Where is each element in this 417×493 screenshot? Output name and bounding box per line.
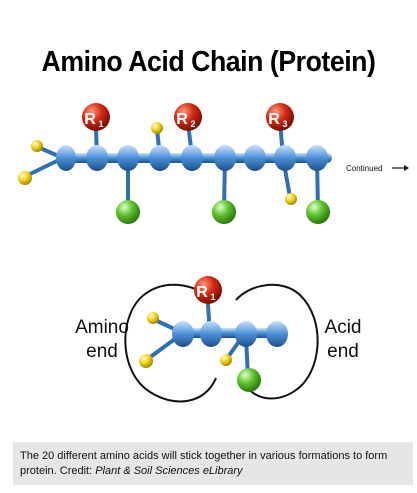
acid-end-label: Acid end [320, 316, 366, 364]
backbone-atoms [56, 145, 328, 171]
oxygen-atom [237, 368, 261, 392]
acid-end-bracket [235, 283, 319, 400]
hydrogen-atom [220, 354, 232, 366]
amino-end-label: Amino end [74, 316, 130, 364]
figure-caption: The 20 different amino acids will stick … [13, 442, 413, 485]
diagram-figure: Amino Acid Chain (Protein) [18, 46, 409, 403]
caption-text: The 20 different amino acids will stick … [20, 450, 388, 477]
r-group-single-subscript: 1 [210, 292, 215, 302]
r-group-2-letter: R [176, 111, 188, 128]
arrow-right-icon [392, 165, 409, 171]
r-group-single: R 1 [194, 276, 222, 304]
amino-acid-side-bonds [147, 303, 250, 379]
hydrogen-atom [151, 122, 163, 134]
r-group-single-letter: R [196, 284, 208, 301]
r-group-1: R 1 [82, 103, 110, 131]
r-group-3-subscript: 3 [282, 119, 287, 129]
caption-credit: Plant & Soil Sciences eLibrary [95, 465, 243, 477]
hydrogen-atom [139, 354, 153, 368]
amino-end-line2: end [86, 341, 118, 362]
protein-chain: R 1 R 2 R 3 Continued [18, 103, 409, 224]
r-group-2-subscript: 2 [190, 119, 195, 129]
r-group-3-letter: R [268, 111, 280, 128]
acid-end-line2: end [327, 341, 359, 362]
amino-end-bracket [124, 283, 217, 403]
hydrogen-atom [18, 171, 32, 185]
amino-end-line1: Amino [75, 317, 129, 338]
single-amino-acid: R 1 [124, 276, 319, 403]
acid-end-line1: Acid [324, 317, 362, 338]
oxygen-atom [212, 200, 236, 224]
diagram-title: Amino Acid Chain (Protein) [41, 46, 376, 78]
diagram-svg: R 1 R 2 R 3 Continued [18, 103, 409, 403]
r-group-2: R 2 [174, 103, 202, 131]
hydrogen-atom [31, 140, 43, 152]
oxygen-atom [116, 200, 140, 224]
hydrogen-atom [285, 193, 297, 205]
r-group-1-letter: R [84, 111, 96, 128]
hydrogen-atom [147, 312, 159, 324]
r-group-1-subscript: 1 [98, 119, 103, 129]
r-group-3: R 3 [266, 103, 294, 131]
oxygen-atom [306, 200, 330, 224]
continued-label: Continued [346, 164, 382, 173]
